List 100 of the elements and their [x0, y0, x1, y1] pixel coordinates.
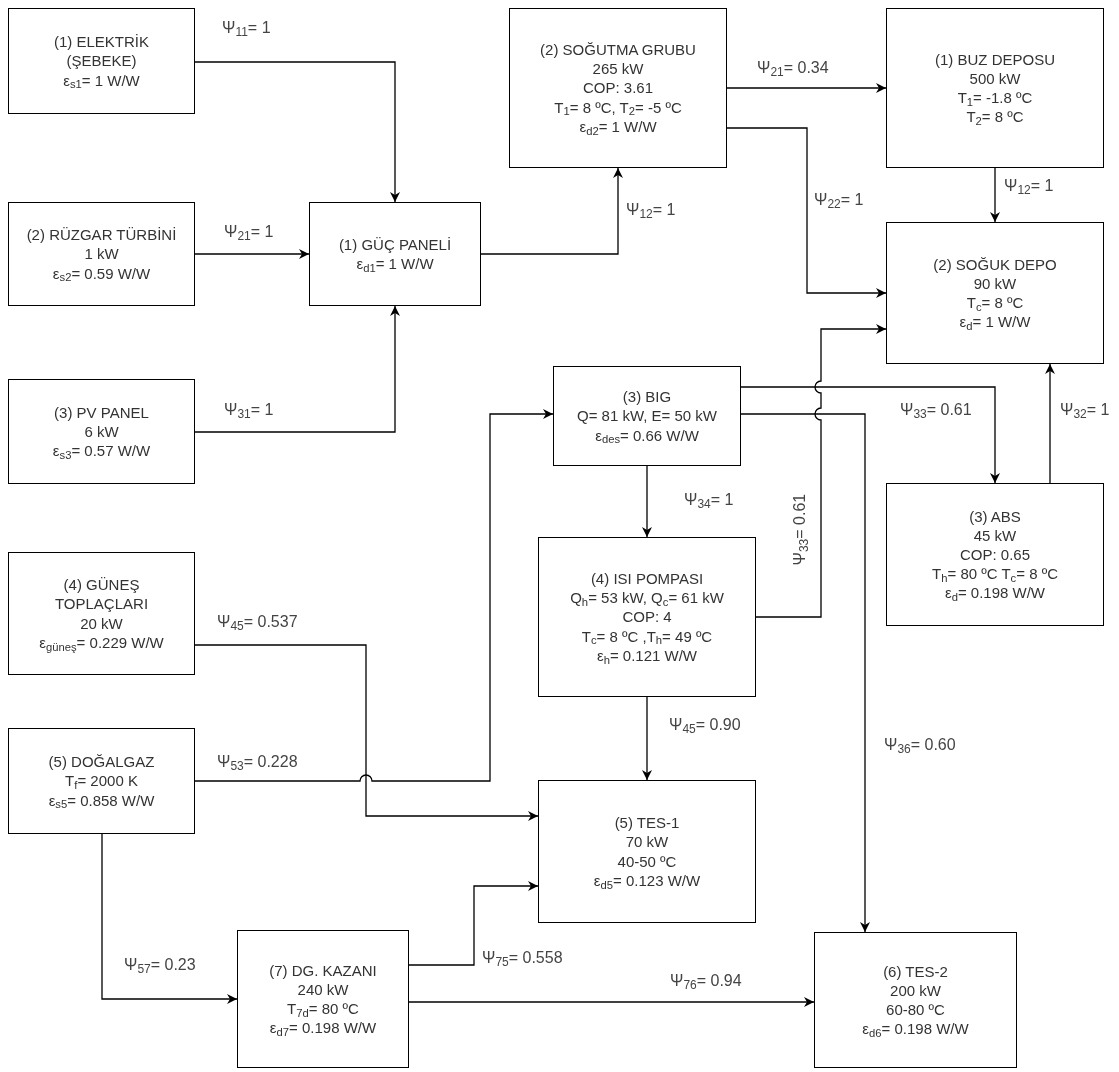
arrow: [755, 324, 887, 618]
edge-label: Ψ$_{21}$= 0.34: [755, 58, 831, 78]
edge-label: Ψ$_{34}$= 1: [682, 490, 736, 510]
node-text: (4) GÜNEŞ TOPLAÇLARI: [53, 575, 150, 614]
process-box: [8, 379, 195, 484]
node-text: 265 kW: [592, 59, 644, 79]
node-text: 70 kW: [625, 832, 669, 852]
node-text: T$_{1}$= 8 ºC, T$_{2}$= -5 ºC: [554, 97, 682, 117]
process-box: [509, 8, 727, 168]
node-text: T$_{c}$= 8 ºC: [966, 293, 1024, 313]
node-text: (2) SOĞUTMA GRUBU: [540, 40, 696, 60]
node-text: ε$_{güneş}$= 0.229 W/W: [39, 632, 164, 652]
node-text: 6 kW: [84, 421, 119, 442]
arrow: [642, 465, 652, 538]
node-text: ε$_{s1}$= 1 W/W: [63, 70, 140, 90]
arrow: [408, 881, 539, 966]
node-text: (6) TES-2: [883, 961, 948, 981]
node-text: ε$_{d1}$= 1 W/W: [356, 254, 434, 274]
edge-label: Ψ$_{11}$= 1: [220, 18, 273, 38]
node-text: ε$_{h}$= 0.121 W/W: [596, 645, 698, 665]
arrow: [101, 833, 238, 1004]
process-box: [553, 366, 741, 466]
node-text: T$_{1}$= -1.8 ºC: [957, 88, 1033, 108]
node-text: ε$_{d}$= 1 W/W: [959, 312, 1031, 332]
node-text: T$_{h}$= 80 ºC T$_{c}$= 8 ºC: [932, 564, 1058, 584]
arrow: [642, 696, 652, 781]
edge-label: Ψ$_{45}$= 0.90: [667, 715, 743, 735]
node-text: ε$_{s3}$= 0.57 W/W: [52, 441, 151, 461]
node-text: T$_{c}$= 8 ºC ,T$_{h}$= 49 ºC: [581, 626, 713, 646]
node-text: (5) DOĞALGAZ: [48, 752, 155, 772]
node-text: ε$_{des}$= 0.66 W/W: [595, 425, 699, 445]
arrow: [480, 167, 623, 255]
node-text: 45 kW: [973, 525, 1017, 545]
node-text: (1) BUZ DEPOSU: [935, 49, 1055, 69]
process-box: [8, 202, 195, 306]
arrow: [194, 61, 400, 203]
node-text: COP: 0.65: [959, 544, 1030, 565]
node-text: COP: 4: [622, 607, 672, 627]
process-box: [8, 728, 195, 834]
node-text: (3) BIG: [622, 387, 672, 407]
node-text: (5) TES-1: [614, 813, 680, 833]
node-text: 20 kW: [80, 613, 123, 633]
node-text: (2) RÜZGAR TÜRBİNİ: [26, 225, 177, 245]
arrow: [1045, 363, 1055, 484]
process-box: [538, 537, 756, 697]
edge-label: Ψ$_{45}$= 0.537: [215, 612, 300, 632]
node-text: ε$_{d}$= 0.198 W/W: [944, 583, 1046, 603]
process-box: [538, 780, 756, 923]
process-box: [886, 222, 1104, 364]
process-box: [814, 932, 1017, 1068]
edge-label: Ψ$_{36}$= 0.60: [882, 735, 958, 755]
node-text: T$_{2}$= 8 ºC: [966, 107, 1024, 127]
arrow: [740, 386, 1000, 484]
node-text: 200 kW: [890, 980, 941, 1000]
node-text: (2) SOĞUK DEPO: [933, 254, 1057, 274]
edge-label: Ψ$_{21}$= 1: [222, 222, 276, 242]
process-box: [8, 552, 195, 675]
node-text: T$_{7d}$= 80 ºC: [287, 999, 359, 1019]
arrow: [194, 249, 310, 259]
edge-label: Ψ$_{31}$= 1: [222, 400, 276, 420]
arrow: [740, 413, 870, 933]
node-text: COP: 3.61: [582, 78, 653, 98]
process-box: [309, 202, 481, 306]
node-text: Q$_{h}$= 53 kW, Q$_{c}$= 61 kW: [570, 588, 724, 608]
node-text: 500 kW: [969, 68, 1021, 88]
process-box: [886, 483, 1104, 626]
node-text: 240 kW: [297, 979, 349, 999]
node-text: ε$_{s2}$= 0.59 W/W: [52, 263, 151, 283]
node-text: (1) GÜÇ PANELİ: [338, 234, 452, 254]
node-text: (4) ISI POMPASI: [590, 569, 704, 589]
arrow: [990, 167, 1000, 223]
node-text: (1) ELEKTRİK (ŞEBEKE): [53, 32, 150, 71]
process-box: [8, 8, 195, 114]
edge-label: Ψ$_{57}$= 0.23: [122, 955, 198, 975]
edge-label: Ψ$_{76}$= 0.94: [668, 971, 744, 991]
arrow: [194, 644, 539, 821]
edge-label: Ψ$_{32}$= 1: [1058, 400, 1112, 420]
node-text: 60-80 ºC: [886, 1000, 945, 1020]
arrow: [194, 305, 400, 433]
node-text: (3) ABS: [969, 506, 1021, 526]
edge-label: Ψ$_{75}$= 0.558: [480, 948, 565, 968]
arrow: [726, 127, 887, 298]
arrow: [726, 83, 887, 93]
node-text: Q= 81 kW, E= 50 kW: [576, 406, 718, 426]
node-text: ε$_{d2}$= 1 W/W: [579, 116, 657, 136]
node-text: 1 kW: [84, 244, 119, 264]
node-text: (7) DG. KAZANI: [269, 960, 377, 980]
node-text: ε$_{d5}$= 0.123 W/W: [593, 870, 701, 890]
node-text: 40-50 ºC: [617, 851, 677, 871]
arrow: [194, 409, 554, 782]
node-text: ε$_{d7}$= 0.198 W/W: [269, 1018, 377, 1038]
edge-label: Ψ$_{53}$= 0.228: [215, 752, 300, 772]
node-text: (3) PV PANEL: [54, 402, 149, 422]
edge-label: Ψ$_{33}$= 0.61: [898, 400, 974, 420]
edge-label: Ψ$_{22}$= 1: [812, 190, 866, 210]
node-text: T$_{f}$= 2000 K: [65, 771, 138, 791]
node-text: ε$_{s5}$= 0.858 W/W: [48, 790, 155, 810]
node-text: 90 kW: [973, 273, 1017, 293]
edge-label: Ψ$_{12}$= 1: [624, 200, 678, 220]
edge-label: Ψ$_{12}$= 1: [1002, 176, 1056, 196]
